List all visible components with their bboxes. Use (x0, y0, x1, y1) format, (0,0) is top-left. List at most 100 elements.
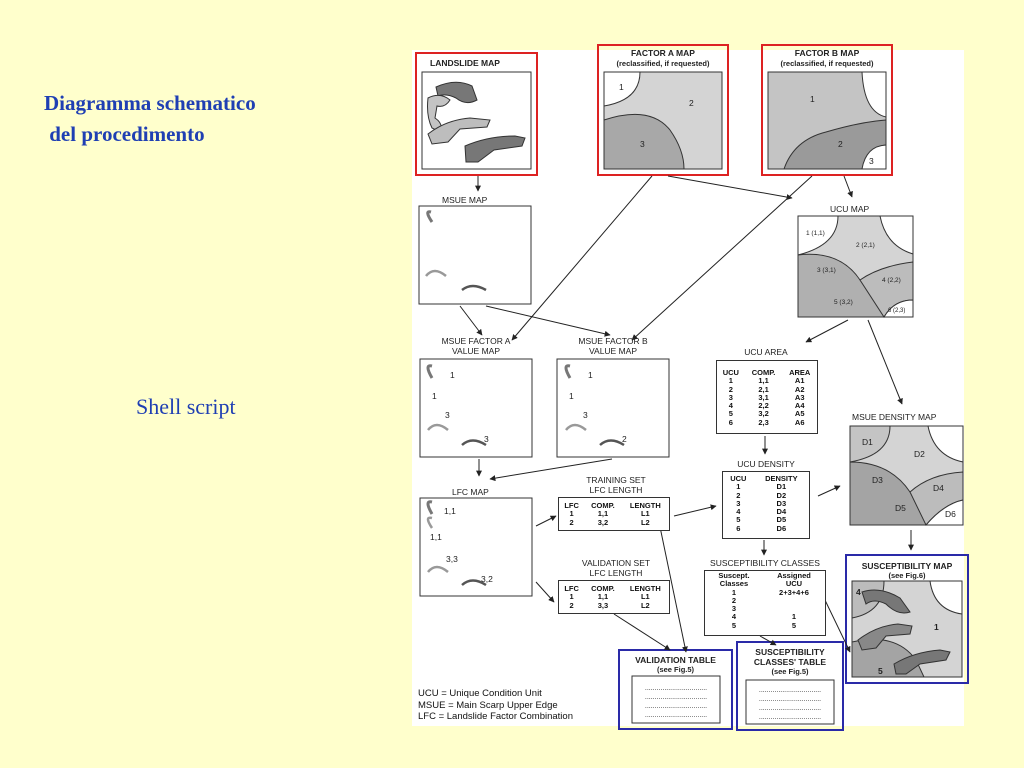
table-header: LENGTH (629, 501, 661, 510)
susceptibility-classes-title: SUSCEPTIBILITY CLASSES (710, 558, 820, 568)
validation-table-subtitle: (see Fig.5) (656, 665, 695, 674)
scarp-mark (425, 269, 447, 277)
msue-map-title: MSUE MAP (442, 195, 488, 205)
lfc-value: 3,2 (481, 574, 493, 584)
table-header: UCU (730, 474, 747, 483)
table-header: COMP. (751, 368, 776, 377)
table-header: COMP. (591, 584, 615, 593)
msue-factor-a-value: 3 (484, 434, 489, 444)
landslide-shape (435, 81, 478, 104)
susceptibility-zone-label: 1 (934, 622, 939, 632)
lfc-value: 1,1 (430, 532, 442, 542)
slide-title: Diagramma schematico del procedimento (44, 91, 256, 146)
ucu-area-title: UCU AREA (744, 347, 788, 357)
legend-item: UCU = Unique Condition Unit (418, 688, 542, 699)
ucu-density-title: UCU DENSITY (737, 459, 795, 469)
msue-factor-a-value: 1 (450, 370, 455, 380)
density-zone-label: D5 (895, 503, 906, 513)
msue-factor-a-title: MSUE FACTOR A (441, 336, 511, 346)
factor-a-map (597, 44, 729, 176)
landslide-map-title: LANDSLIDE MAP (430, 58, 500, 68)
ucu-zone-label: 4 (2,2) (882, 277, 901, 284)
msue-factor-a-value: 1 (432, 391, 437, 401)
factor-b-zone-label: 2 (838, 139, 843, 149)
factor-a-map-subtitle: (reclassified, if requested) (616, 59, 710, 68)
susceptibility-classes-table-frame (736, 641, 844, 731)
msue-factor-b-value: 2 (622, 434, 627, 444)
legend: UCU = Unique Condition Unit MSUE = Main … (418, 688, 573, 723)
susceptibility-classes-table-dots: ................................ .......… (758, 687, 822, 721)
msue-factor-b-value: 1 (588, 370, 593, 380)
landslide-shape (464, 135, 526, 163)
susceptibility-classes-table-subtitle: (see Fig.5) (771, 667, 809, 676)
table-row: 2 (731, 595, 737, 605)
density-zone-label: D1 (862, 437, 873, 447)
landslide-shape (857, 623, 913, 651)
factor-a-zone-label: 3 (640, 139, 645, 149)
msue-factor-a-map (419, 358, 533, 458)
table-row: 3 (731, 604, 737, 614)
table-header: Suscept. Classes (718, 571, 750, 589)
landslide-shape (861, 589, 911, 614)
table-header: Assigned UCU (777, 571, 811, 589)
table-header: AREA (789, 368, 811, 377)
table-header: COMP. (591, 501, 615, 510)
shell-script-label: Shell script (136, 394, 236, 419)
factor-b-map-subtitle: (reclassified, if requested) (780, 59, 874, 68)
msue-map (418, 205, 532, 305)
training-set-title: TRAINING SET (586, 475, 646, 485)
validation-table-title: VALIDATION TABLE (635, 655, 716, 665)
lfc-map (419, 497, 533, 597)
table-header: LFC (564, 584, 579, 593)
msue-factor-b-value: 1 (569, 391, 574, 401)
validation-set-title: VALIDATION SET (581, 558, 651, 568)
susceptibility-zone-label: 5 (878, 666, 883, 676)
legend-item: LFC = Landslide Factor Combination (418, 711, 573, 722)
scarp-mark (461, 284, 487, 292)
training-set-subtitle: LFC LENGTH (589, 485, 643, 495)
susceptibility-map-subtitle: (see Fig.6) (888, 571, 926, 580)
msue-factor-b-subtitle: VALUE MAP (588, 346, 638, 356)
density-zone-label: D3 (872, 475, 883, 485)
density-zone-label: D6 (945, 509, 956, 519)
factor-a-map-title: FACTOR A MAP (631, 48, 695, 58)
factor-a-zone-label: 1 (619, 82, 624, 92)
susceptibility-zone-label: 4 (856, 587, 861, 597)
table-header: LENGTH (629, 584, 661, 593)
susceptibility-classes-table-title-2: CLASSES' TABLE (753, 657, 827, 667)
factor-b-map (761, 44, 893, 176)
table-header: UCU (722, 368, 739, 377)
table-header: DENSITY (765, 474, 798, 483)
susceptibility-map-title: SUSCEPTIBILITY MAP (861, 561, 953, 571)
ucu-zone-label: 2 (2,1) (856, 242, 875, 249)
legend-item: MSUE = Main Scarp Upper Edge (418, 699, 558, 711)
msue-density-map (849, 425, 964, 526)
msue-factor-b-value: 3 (583, 410, 588, 420)
landslide-map (415, 52, 538, 176)
msue-factor-b-title: MSUE FACTOR B (578, 336, 648, 346)
lfc-value: 1,1 (444, 506, 456, 516)
factor-b-zone-label: 1 (810, 94, 815, 104)
validation-set-subtitle: LFC LENGTH (589, 568, 643, 578)
msue-factor-b-map (556, 358, 670, 458)
ucu-zone-label: 3 (3,1) (817, 267, 836, 274)
